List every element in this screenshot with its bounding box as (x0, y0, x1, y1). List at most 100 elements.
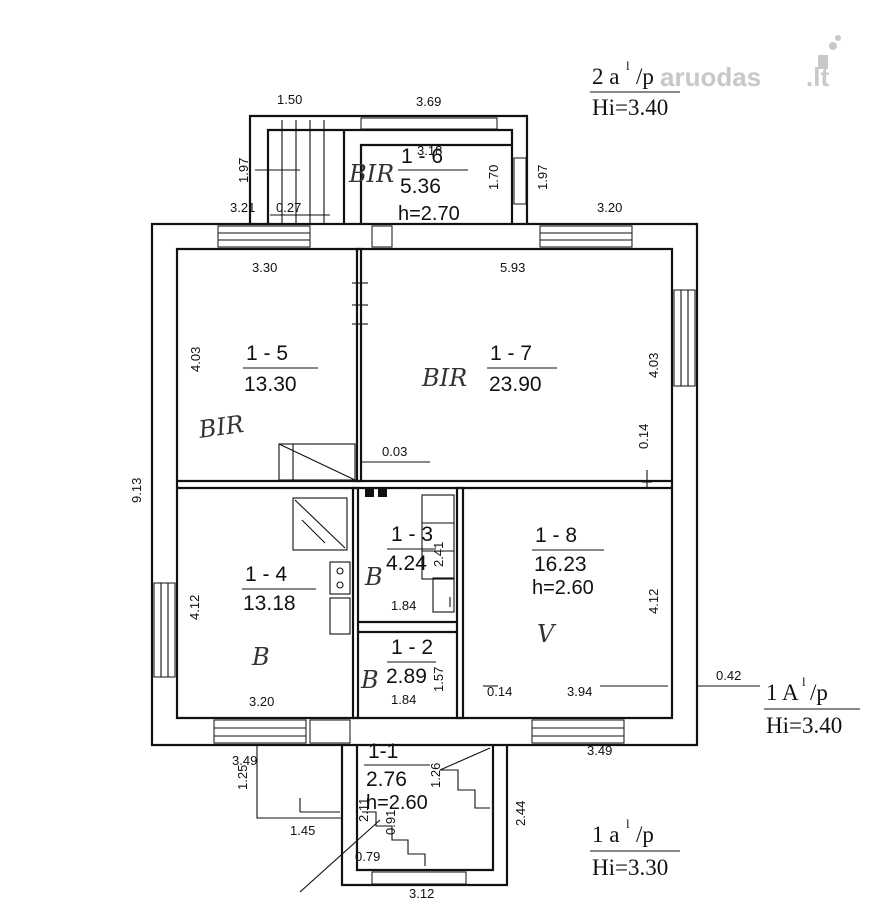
dimension-label: 3.21 (230, 200, 255, 215)
floor-label-sup: l (626, 816, 630, 831)
dimension-label: 0.79 (355, 849, 380, 864)
floor-label-hi: Hi=3.40 (766, 713, 842, 738)
room-id: 1 - 5 (246, 342, 288, 365)
dimension-label: 3.30 (252, 260, 277, 275)
stairs (362, 747, 491, 866)
dimension-label: 3.12 (409, 886, 434, 900)
dimension-label: 4.12 (646, 589, 661, 614)
room-id: 1 - 4 (245, 563, 287, 586)
cabinet (421, 494, 455, 613)
room-area: 23.90 (489, 373, 542, 396)
room-1-6: 1 - 6 5.36 h=2.70 (398, 145, 468, 225)
window (371, 871, 467, 885)
room-id: 1 - 3 (391, 523, 433, 546)
fixtures (255, 120, 491, 866)
room-1-2: 1 - 2 2.89 (386, 636, 436, 688)
room-1-8: 1 - 8 16.23 h=2.60 (532, 524, 604, 599)
hand-note: B (364, 563, 383, 591)
dimension-label: 0.27 (276, 200, 301, 215)
window (153, 582, 176, 678)
dimension-label: 1.97 (535, 165, 550, 190)
floor-label-2a: 2 a l /p Hi=3.40 (590, 58, 680, 120)
dimension-label: 0.14 (636, 424, 651, 449)
dimension-label: 3.18 (417, 143, 442, 158)
floor-label-tail: /p (636, 822, 654, 847)
dimension-label: 1.25 (235, 765, 250, 790)
windows (153, 117, 696, 885)
dimension-label: 3.69 (416, 94, 441, 109)
room-area: 5.36 (400, 175, 441, 198)
floor-label-hi: Hi=3.40 (592, 95, 668, 120)
window (673, 289, 696, 387)
dimension-label: 2.41 (431, 542, 446, 567)
room-1-7: 1 - 7 23.90 (487, 342, 557, 396)
room-1-4: 1 - 4 13.18 (242, 563, 316, 615)
dimension-label: 3.49 (587, 743, 612, 758)
watermark-text: aruodas (660, 62, 761, 92)
floor-label-hi: Hi=3.30 (592, 855, 668, 880)
dimension-label: 1.84 (391, 692, 416, 707)
room-area: 13.30 (244, 373, 297, 396)
dimension-label: 1.70 (486, 165, 501, 190)
room-height: h=2.60 (366, 792, 428, 814)
dimension-label: 2.44 (513, 801, 528, 826)
window (513, 157, 527, 205)
room-height: h=2.70 (398, 203, 460, 225)
room-id: 1-1 (368, 740, 398, 763)
floor-label-tail: /p (810, 680, 828, 705)
dimension-label: 1.97 (236, 158, 251, 183)
door (371, 225, 393, 248)
watermark: aruodas .lt (660, 35, 841, 92)
walls (150, 114, 699, 887)
dimension-label: 1.26 (428, 763, 443, 788)
dimension-label: 0.03 (382, 444, 407, 459)
dimension-label: 3.20 (597, 200, 622, 215)
room-1-1: 1-1 2.76 h=2.60 (364, 740, 430, 814)
vent-icon (378, 488, 387, 497)
hand-note: BIR (348, 160, 394, 188)
dimension-label: 4.12 (187, 595, 202, 620)
floor-label-main: 1 a (592, 822, 619, 847)
floor-label-main: 1 A (766, 680, 799, 705)
room-area: 13.18 (243, 592, 296, 615)
handwritten-notes: BIR BIR BIR B B B V (196, 160, 557, 694)
floor-label-main: 2 a (592, 64, 619, 89)
window (217, 225, 311, 248)
dimension-label: 4.03 (188, 347, 203, 372)
window (531, 719, 625, 744)
hand-note: B (251, 643, 270, 671)
chimney-logo-icon (818, 35, 841, 69)
floor-label-1a: 1 a l /p Hi=3.30 (590, 816, 680, 880)
dimension-label: 0.42 (716, 668, 741, 683)
dimension-label: 1.84 (391, 598, 416, 613)
floor-label-sup: l (802, 674, 806, 689)
room-id: 1 - 8 (535, 524, 577, 547)
vent-icon (365, 488, 374, 497)
window (213, 719, 307, 744)
hand-note: BIR (421, 364, 467, 392)
room-area: 2.76 (366, 768, 407, 791)
stove-icon (329, 561, 351, 635)
dimension-label: 5.93 (500, 260, 525, 275)
window (539, 225, 633, 248)
floor-label-tail: /p (636, 64, 654, 89)
hand-note: BIR (196, 410, 246, 444)
dimension-label: 9.13 (129, 478, 144, 503)
stairs (278, 443, 356, 481)
floor-label-sup: l (626, 58, 630, 73)
dimension-label: 4.03 (646, 353, 661, 378)
room-id: 1 - 7 (490, 342, 532, 365)
hand-note: V (537, 620, 557, 648)
room-1-3: 1 - 3 4.24 (386, 523, 436, 575)
room-area: 4.24 (386, 552, 427, 575)
room-area: 2.89 (386, 665, 427, 688)
dimension-label: 1.45 (290, 823, 315, 838)
door (309, 719, 351, 744)
floor-label-1A: 1 A l /p Hi=3.40 (764, 674, 860, 738)
dimension-label: 1.57 (431, 667, 446, 692)
dimension-label: 3.20 (249, 694, 274, 709)
room-labels: 1 - 6 5.36 h=2.70 1 - 5 13.30 1 - 7 23.9… (242, 145, 604, 814)
dimensions: 1.50 3.69 3.18 1.97 1.70 1.97 3.21 0.27 … (129, 92, 760, 900)
dimension-label: 1.50 (277, 92, 302, 107)
room-1-5: 1 - 5 13.30 (243, 342, 318, 396)
